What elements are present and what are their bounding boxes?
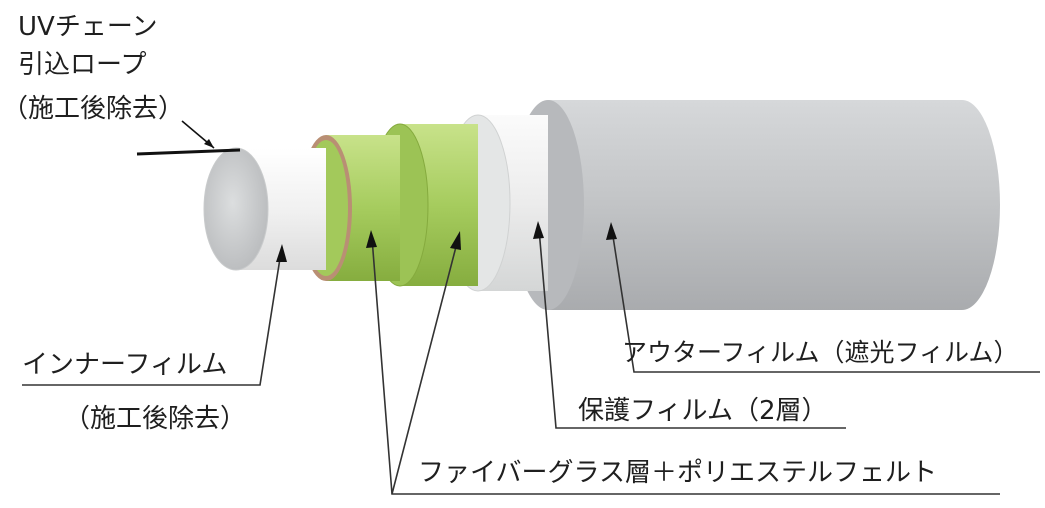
protective-film-label: 保護フィルム（2層）: [578, 396, 828, 426]
uv-rope-label-line2: 引込ロープ: [18, 50, 147, 80]
uv-chain-rope: [136, 120, 241, 156]
uv-rope-label-line3: （施工後除去）: [2, 94, 185, 124]
inner-film-note: （施工後除去）: [64, 404, 247, 434]
leader-arrowheads: [276, 221, 617, 262]
outer-film-layer: [512, 100, 1000, 310]
fiberglass-layer-label: ファイバーグラス層＋ポリエステルフェルト: [418, 458, 937, 488]
leader-lines: [22, 228, 1040, 495]
uv-rope-label-line1: UVチェーン: [18, 12, 158, 42]
inner-film-label: インナーフィルム: [22, 350, 228, 380]
inner-film-layer: [203, 147, 326, 271]
outer-film-label: アウターフィルム（遮光フィルム）: [622, 338, 1019, 367]
